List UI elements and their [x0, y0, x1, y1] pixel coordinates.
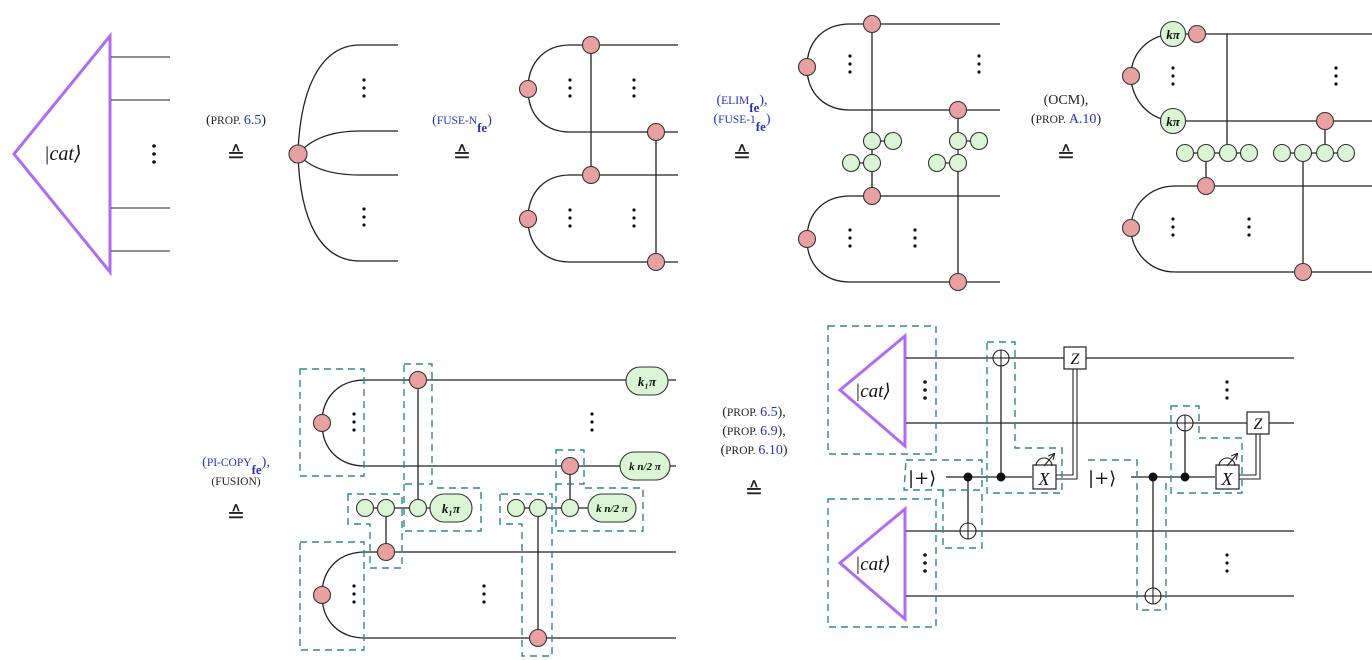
phase-spider-kn2pi: k n/2 π	[587, 493, 637, 523]
equiv-symbol: ≙	[1057, 143, 1075, 168]
svg-text:kπ: kπ	[1166, 114, 1181, 129]
rewrite-step-3: (ELIMfe),(FUSE-1fe) ≙	[713, 93, 770, 168]
svg-text:k₁π: k₁π	[638, 374, 657, 389]
equiv-symbol: ≙	[453, 143, 471, 168]
svg-text:Z: Z	[1254, 416, 1264, 433]
rewrite-step-6: (PROP. 6.5),(PROP. 6.9),(PROP. 6.10) ≙	[720, 405, 787, 504]
phase-spider-k1pi: k₁π	[625, 366, 669, 396]
vdots	[352, 412, 594, 604]
panel-single-spider	[288, 44, 398, 262]
equiv-symbol: ≙	[733, 143, 751, 168]
rewrite-step-2: (FUSE-Nfe) ≙	[432, 113, 492, 168]
panel-pi-copy: k₁π k n/2 π k₁π k n/2 π	[299, 363, 676, 657]
panel-circuit: |cat⟩ |cat⟩ |+⟩ X Z |+⟩	[827, 325, 1294, 628]
equiv-symbol: ≙	[227, 503, 245, 528]
panel-elim-fuse	[797, 14, 1000, 292]
rewrite-rule-label: (PI-COPYfe),(FUSION)	[202, 455, 270, 488]
panel-ocm: kπ kπ	[1121, 20, 1372, 282]
panel-fused-pair	[518, 35, 678, 272]
vdots	[362, 78, 366, 227]
vdots	[923, 380, 1229, 573]
rewrite-rule-label: (OCM),(PROP. A.10)	[1031, 93, 1102, 127]
cat-triangle	[837, 332, 907, 450]
cat-triangle	[837, 505, 907, 623]
equiv-symbol: ≙	[745, 479, 763, 504]
phase-spider-kn2pi: k n/2 π	[619, 451, 671, 481]
phase-spider-kpi: kπ	[1159, 20, 1187, 48]
phase-spider-k1pi: k₁π	[429, 493, 473, 523]
rewrite-step-1: (PROP. 6.5) ≙	[206, 113, 266, 168]
cat-triangle	[12, 31, 112, 277]
dashed-grouping-boxes	[299, 363, 644, 657]
svg-text:|cat⟩: |cat⟩	[855, 554, 891, 575]
rewrite-step-5: (PI-COPYfe),(FUSION) ≙	[202, 455, 270, 528]
vdots	[848, 54, 981, 248]
cat-label: |cat⟩	[44, 143, 82, 165]
vdots	[1171, 66, 1338, 237]
plus-state-label: |+⟩	[1088, 468, 1116, 489]
rewrite-rule-label: (PROP. 6.5),(PROP. 6.9),(PROP. 6.10)	[720, 405, 787, 458]
svg-text:|cat⟩: |cat⟩	[855, 381, 891, 402]
svg-text:k n/2 π: k n/2 π	[596, 503, 629, 515]
panel-cat-state: |cat⟩	[12, 31, 170, 277]
rewrite-step-4: (OCM),(PROP. A.10) ≙	[1031, 93, 1102, 168]
rewrite-rule-label: (FUSE-Nfe)	[432, 113, 492, 135]
vdots	[152, 144, 156, 164]
red-spider	[288, 144, 308, 164]
rewrite-rule-label: (PROP. 6.5)	[206, 113, 266, 128]
dashed-grouping-boxes	[827, 325, 1243, 628]
svg-text:kπ: kπ	[1166, 27, 1181, 42]
svg-text:X: X	[1221, 469, 1234, 489]
equiv-symbol: ≙	[227, 143, 245, 168]
plus-state-label: |+⟩	[908, 468, 936, 489]
svg-text:X: X	[1038, 469, 1051, 489]
svg-text:k₁π: k₁π	[442, 501, 461, 516]
svg-text:Z: Z	[1071, 351, 1081, 368]
rewrite-rule-label: (ELIMfe),(FUSE-1fe)	[713, 93, 770, 134]
vdots	[568, 78, 636, 228]
svg-text:k n/2 π: k n/2 π	[629, 461, 662, 473]
phase-spider-kpi: kπ	[1159, 107, 1187, 135]
